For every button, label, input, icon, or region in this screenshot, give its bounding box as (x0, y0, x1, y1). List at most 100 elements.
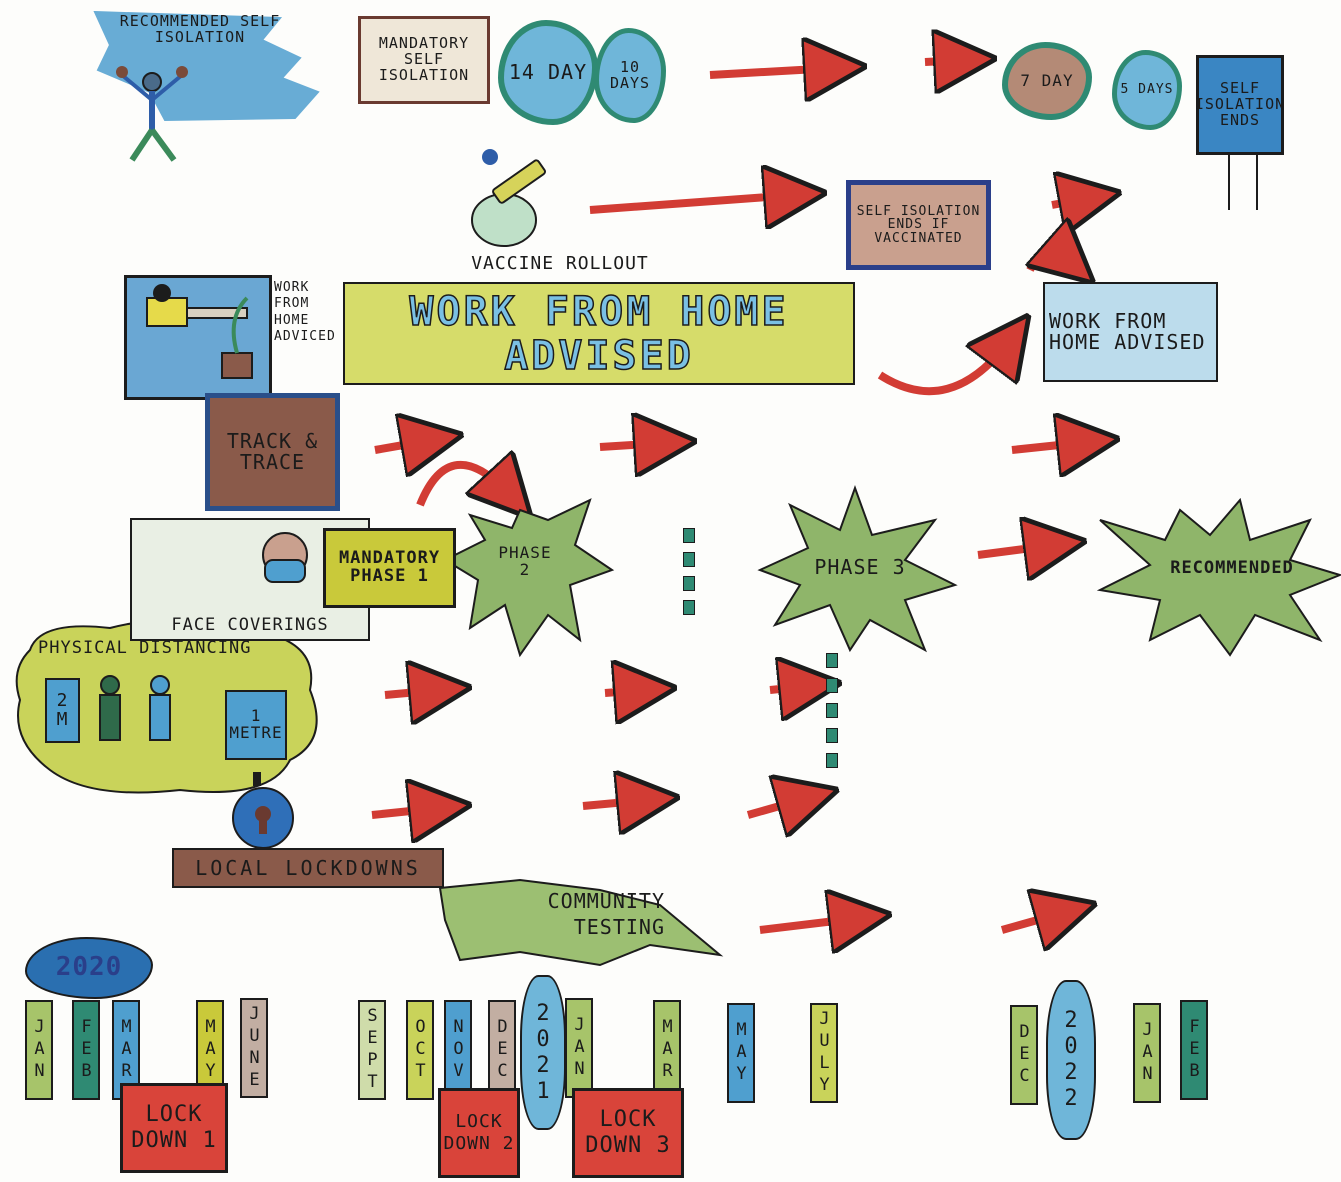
face-coverings-label: FACE COVERINGS (171, 615, 329, 636)
phase-dash (683, 600, 695, 615)
recommended-star (1096, 497, 1341, 657)
arrow (374, 440, 432, 450)
work-from-home-later-label: WORK FROM HOME ADVISED (1049, 309, 1206, 354)
mandatory-phase1-label: MANDATORY PHASE 1 (338, 548, 441, 586)
year-2022-label: 2022 (1058, 1008, 1084, 1112)
ten-days-label: 10 DAYS (609, 57, 651, 92)
month-jan-2020: JAN (25, 1000, 53, 1100)
year-2021-label: 2021 (530, 1000, 556, 1105)
ten-days-cloud: 10 DAYS (594, 28, 666, 123)
month-june-2020: JUNE (240, 998, 268, 1098)
two-metre-box: 2 M (45, 678, 80, 743)
one-metre-box: 1 METRE (225, 690, 287, 760)
month-jan-2022: JAN (1133, 1003, 1161, 1103)
month-nov-2020: NOV (444, 1000, 472, 1100)
mandatory-phase1-box: MANDATORY PHASE 1 (323, 528, 456, 608)
community-testing-label: COMMUNITY TESTING (547, 889, 665, 939)
arrow (1011, 442, 1088, 450)
mandatory-self-isolation-box: MANDATORY SELF ISOLATION (358, 16, 490, 104)
arrow (416, 465, 510, 505)
arrow (769, 686, 810, 690)
track-and-trace-label: TRACK & TRACE (226, 429, 319, 474)
arrow (924, 60, 965, 62)
arrow (604, 690, 645, 693)
recommended-label: RECOMMENDED (1170, 558, 1294, 578)
arrow (384, 690, 440, 695)
self-isolation-ends-if-vaccinated-box: SELF ISOLATION ENDS IF VACCINATED (846, 180, 991, 270)
lockdown2-label: LOCK DOWN 2 (443, 1111, 515, 1154)
work-from-home-small-label: WORK FROM HOME ADVICED (274, 280, 336, 344)
month-july-2021: JULY (810, 1003, 838, 1103)
phase-dash (826, 728, 838, 743)
month-oct-2020: OCT (406, 1000, 434, 1100)
phase2-star (442, 498, 615, 658)
five-days-cloud: 5 DAYS (1112, 50, 1182, 130)
phase-dash (683, 576, 695, 591)
self-isolation-ends-label: SELF ISOLATION ENDS (1194, 79, 1286, 129)
phase-dash (826, 678, 838, 693)
month-jan-2021: JAN (565, 998, 593, 1098)
recommended-self-isolation: RECOMMENDED SELF ISOLATION (110, 12, 290, 46)
person-figure-icon (112, 60, 192, 170)
month-dec-2020: DEC (488, 1000, 516, 1100)
year-2021-badge: 2021 (520, 975, 566, 1130)
work-from-home-illustration (124, 275, 272, 400)
vaccine-syringe-icon (462, 145, 557, 250)
arrow (709, 68, 835, 75)
community-testing-shape (438, 878, 724, 967)
work-from-home-banner-label: WORK FROM HOME ADVISED (409, 288, 789, 379)
lockdown3-box: LOCK DOWN 3 (572, 1088, 684, 1178)
local-lockdowns-box: LOCAL LOCKDOWNS (172, 848, 444, 888)
work-from-home-later-box: WORK FROM HOME ADVISED (1043, 282, 1218, 382)
recommended-self-isolation-label: RECOMMENDED SELF ISOLATION (119, 12, 281, 46)
phase-dash (683, 552, 695, 567)
lockdown1-box: LOCK DOWN 1 (120, 1083, 228, 1173)
arrow (371, 808, 440, 815)
month-may-2021: MAY (727, 1003, 755, 1103)
track-and-trace-box: TRACK & TRACE (205, 393, 340, 511)
phase3-star (757, 485, 958, 653)
fourteen-day-cloud: 14 DAY (498, 20, 598, 125)
arrow (977, 545, 1055, 555)
arrow (877, 340, 1010, 396)
two-metre-label: 2 M (56, 689, 69, 730)
padlock-icon (228, 770, 298, 850)
one-metre-label: 1 METRE (229, 706, 283, 742)
fourteen-day-label: 14 DAY (508, 60, 588, 84)
seven-day-cloud: 7 DAY (1002, 42, 1092, 120)
arrow (589, 195, 795, 210)
month-mar-2021: MAR (653, 1000, 681, 1100)
month-dec-2021: DEC (1010, 1005, 1038, 1105)
arrow (599, 443, 665, 447)
mandatory-self-isolation-label: MANDATORY SELF ISOLATION (378, 34, 470, 84)
five-days-label: 5 DAYS (1120, 82, 1174, 98)
desk-icon (146, 284, 253, 379)
arrow (1000, 912, 1066, 930)
phase-dash (826, 703, 838, 718)
arrow (759, 918, 860, 930)
vaccine-rollout-label: VACCINE ROLLOUT (471, 253, 649, 274)
work-from-home-banner: WORK FROM HOME ADVISED (343, 282, 855, 385)
phase-dash (826, 753, 838, 768)
arrow (1030, 253, 1070, 270)
phase-dash (683, 528, 695, 543)
lockdown2-box: LOCK DOWN 2 (438, 1088, 520, 1178)
year-2022-badge: 2022 (1046, 980, 1096, 1140)
people-distancing-icon (85, 670, 185, 765)
local-lockdowns-label: LOCAL LOCKDOWNS (195, 855, 421, 880)
arrow (582, 800, 648, 806)
self-isolation-ends-if-vaccinated-label: SELF ISOLATION ENDS IF VACCINATED (856, 203, 981, 246)
self-isolation-ends-sign: SELF ISOLATION ENDS (1194, 55, 1286, 155)
month-feb-2022: FEB (1180, 1000, 1208, 1100)
phase-dash (826, 653, 838, 668)
phase3-label: PHASE 3 (814, 555, 906, 579)
seven-day-label: 7 DAY (1020, 70, 1074, 90)
masked-face-icon (255, 525, 315, 600)
lockdown3-label: LOCK DOWN 3 (585, 1106, 671, 1158)
year-2020-badge: 2020 (25, 937, 153, 999)
month-feb-2020: FEB (72, 1000, 100, 1100)
sign-post-icon (1228, 155, 1258, 210)
phase2-label: PHASE 2 (498, 543, 552, 579)
physical-distancing-label: PHYSICAL DISTANCING (38, 638, 252, 658)
lockdown1-label: LOCK DOWN 1 (131, 1101, 217, 1153)
